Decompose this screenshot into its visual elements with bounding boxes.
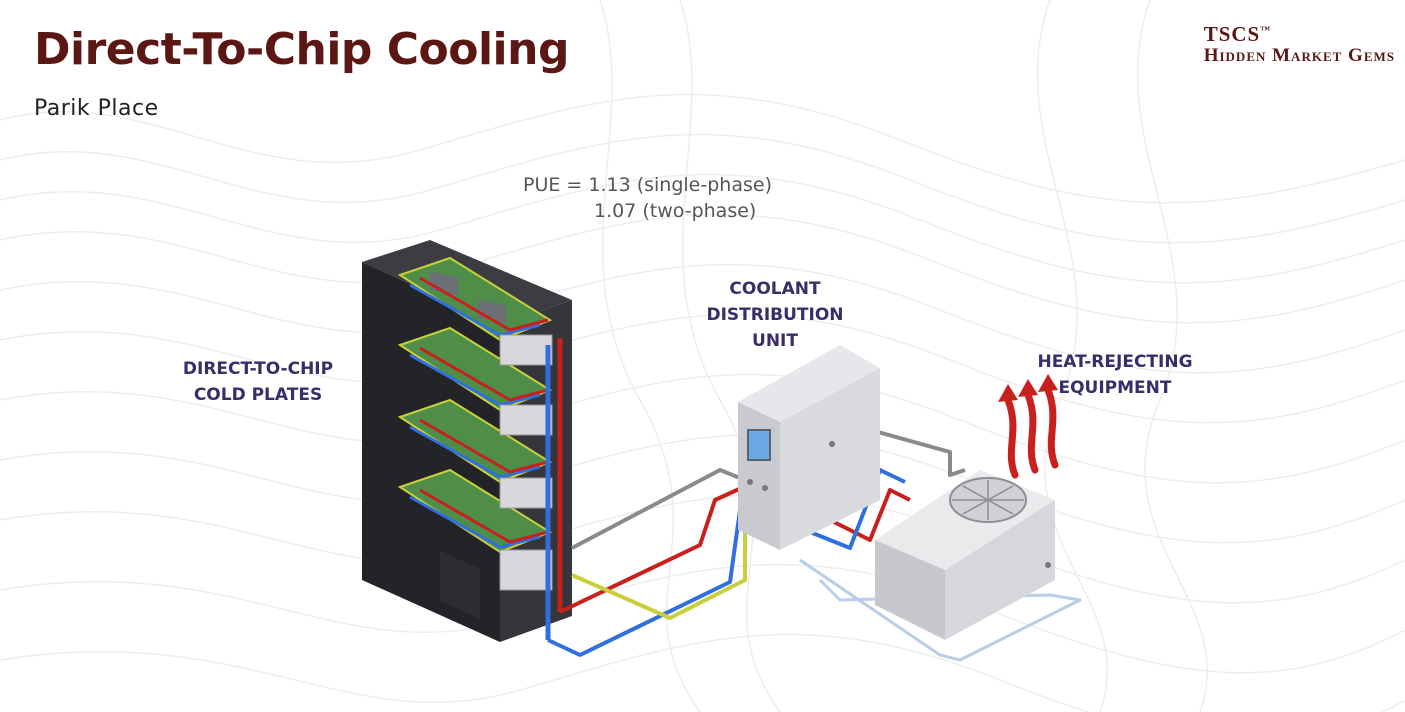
page-subtitle: Parik Place (34, 96, 159, 121)
label-cdu-line3: UNIT (752, 331, 798, 351)
pue-annotation: PUE = 1.13 (single-phase) 1.07 (two-phas… (523, 174, 772, 222)
heat-arrowheads (998, 374, 1058, 402)
label-cold-plates: DIRECT-TO-CHIP COLD PLATES (158, 356, 358, 408)
label-heat-rejecting: HEAT-REJECTING EQUIPMENT (1010, 349, 1220, 401)
label-cold-plates-line2: COLD PLATES (193, 385, 323, 405)
label-cdu-line1: COOLANT (729, 279, 821, 299)
label-cdu-line2: DISTRIBUTION (706, 305, 844, 325)
brand-tagline: Hidden Market Gems (1203, 45, 1395, 66)
label-heat-line1: HEAT-REJECTING (1037, 352, 1193, 372)
pue-two-phase: 1.07 (two-phase) (594, 200, 757, 222)
heat-rejecting-unit (875, 470, 1055, 640)
label-cold-plates-line1: DIRECT-TO-CHIP (182, 359, 334, 379)
brand-name: TSCS (1203, 22, 1261, 46)
label-cdu: COOLANT DISTRIBUTION UNIT (690, 276, 860, 354)
brand-logo: TSCS™ Hidden Market Gems (1204, 22, 1395, 67)
rack-connectors (499, 334, 553, 591)
heat-arrows (1004, 386, 1059, 479)
page-title: Direct-To-Chip Cooling (34, 24, 569, 75)
coolant-distribution-unit (738, 345, 880, 550)
label-heat-line2: EQUIPMENT (1058, 378, 1172, 398)
brand-trademark: ™ (1260, 25, 1272, 36)
pue-single-phase: PUE = 1.13 (single-phase) (523, 174, 772, 196)
cold-plate-boards (397, 256, 553, 554)
